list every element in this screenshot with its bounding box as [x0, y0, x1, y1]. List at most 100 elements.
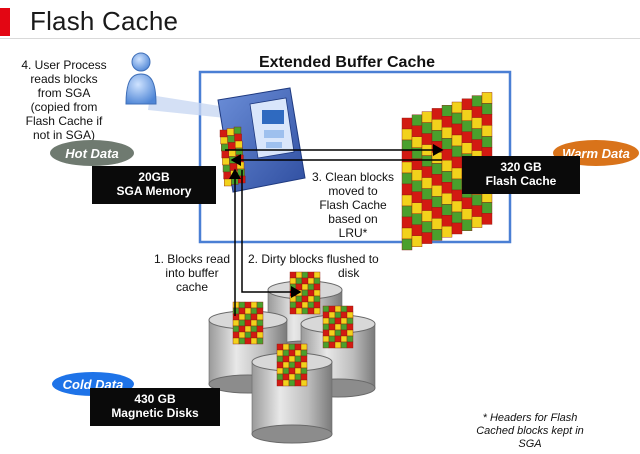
disk-block [294, 349, 302, 357]
flash-block [431, 174, 443, 186]
flash-block [441, 170, 453, 183]
disk-block [334, 341, 342, 349]
disk-block [340, 317, 348, 325]
flash-block [451, 211, 463, 224]
disk-block [244, 319, 252, 327]
flash-block [451, 134, 463, 147]
disk-block [295, 295, 303, 303]
disk-block [334, 305, 342, 313]
flash-block [451, 112, 463, 125]
disk-block [289, 301, 297, 309]
disk-block [340, 341, 348, 349]
flash-block [471, 139, 483, 151]
flash-block [431, 152, 443, 164]
disk-block [294, 367, 302, 375]
disk-block [307, 283, 315, 291]
disk-block [346, 305, 354, 313]
flash-block [431, 185, 443, 197]
disk-block [282, 361, 290, 369]
sga-block [222, 157, 230, 166]
disk-block [313, 307, 321, 315]
flash-block [481, 202, 493, 214]
brand-accent-bar [0, 8, 10, 36]
flash-block [431, 218, 443, 230]
disk-block [238, 301, 246, 309]
sga-block [220, 136, 228, 145]
disk-block [346, 323, 354, 331]
disk-block [346, 311, 354, 319]
flash-block [461, 131, 473, 144]
disk-block [300, 367, 308, 375]
flash-block [411, 125, 423, 138]
footnote: * Headers for Flash Cached blocks kept i… [476, 412, 584, 450]
disk-block [289, 307, 297, 315]
disk-block [238, 307, 246, 315]
sga-block [230, 170, 238, 178]
disk-block [288, 343, 296, 351]
disk-block [301, 283, 309, 291]
flash-block [421, 210, 433, 222]
flash-block [471, 128, 483, 140]
disk-block [232, 325, 240, 333]
flash-block [471, 106, 483, 118]
disk-block [256, 325, 264, 333]
disk-block [250, 313, 258, 321]
flash-block [461, 142, 473, 155]
sga-block [236, 161, 245, 170]
flash-block [421, 177, 433, 189]
disk-block [307, 289, 315, 297]
flash-block [401, 238, 413, 251]
disk-block [301, 307, 309, 315]
disk-block [244, 331, 252, 339]
disk-block [322, 323, 330, 331]
disk-block [294, 361, 302, 369]
sga-block [227, 135, 235, 143]
disk-block [334, 335, 342, 343]
step3-text: 3. Clean blocks moved to Flash Cache bas… [311, 170, 395, 240]
sga-block [219, 129, 228, 138]
disk-block [250, 325, 258, 333]
disk-block [238, 337, 246, 345]
disk-block [313, 283, 321, 291]
extended-buffer-cache-title: Extended Buffer Cache [258, 54, 436, 71]
disk-block [256, 307, 264, 315]
flash-block [461, 120, 473, 133]
flash-block [461, 197, 473, 210]
disk-block [340, 311, 348, 319]
disk-block [288, 367, 296, 375]
flash-block [421, 166, 433, 178]
disk-block [328, 341, 336, 349]
flash-block [471, 216, 483, 228]
flash-block [421, 133, 433, 145]
flash-block [451, 189, 463, 202]
disk-block [238, 319, 246, 327]
disk-block [307, 301, 315, 309]
disk-block [322, 341, 330, 349]
disk-block [276, 373, 284, 381]
disk-block [288, 361, 296, 369]
disk-block [328, 311, 336, 319]
flash-block [401, 128, 413, 141]
disk-block [232, 319, 240, 327]
sga-block [229, 163, 238, 171]
flash-block [421, 111, 433, 123]
flash-block [401, 117, 413, 130]
flash-block [451, 101, 463, 114]
flash-block [481, 92, 493, 104]
disk-block [276, 355, 284, 363]
flash-block [441, 159, 453, 172]
disk-block [276, 379, 284, 387]
disk-block [276, 367, 284, 375]
flash-block [421, 199, 433, 211]
disk-block [300, 349, 308, 357]
flash-block [481, 213, 493, 225]
page-title: Flash Cache [30, 6, 179, 36]
disk-block [244, 325, 252, 333]
disk-block [289, 289, 297, 297]
disk-block [256, 331, 264, 339]
disk-block [250, 301, 258, 309]
flash-block [451, 145, 463, 158]
disk-block [276, 361, 284, 369]
flash-block [481, 125, 493, 137]
disk-block [328, 335, 336, 343]
